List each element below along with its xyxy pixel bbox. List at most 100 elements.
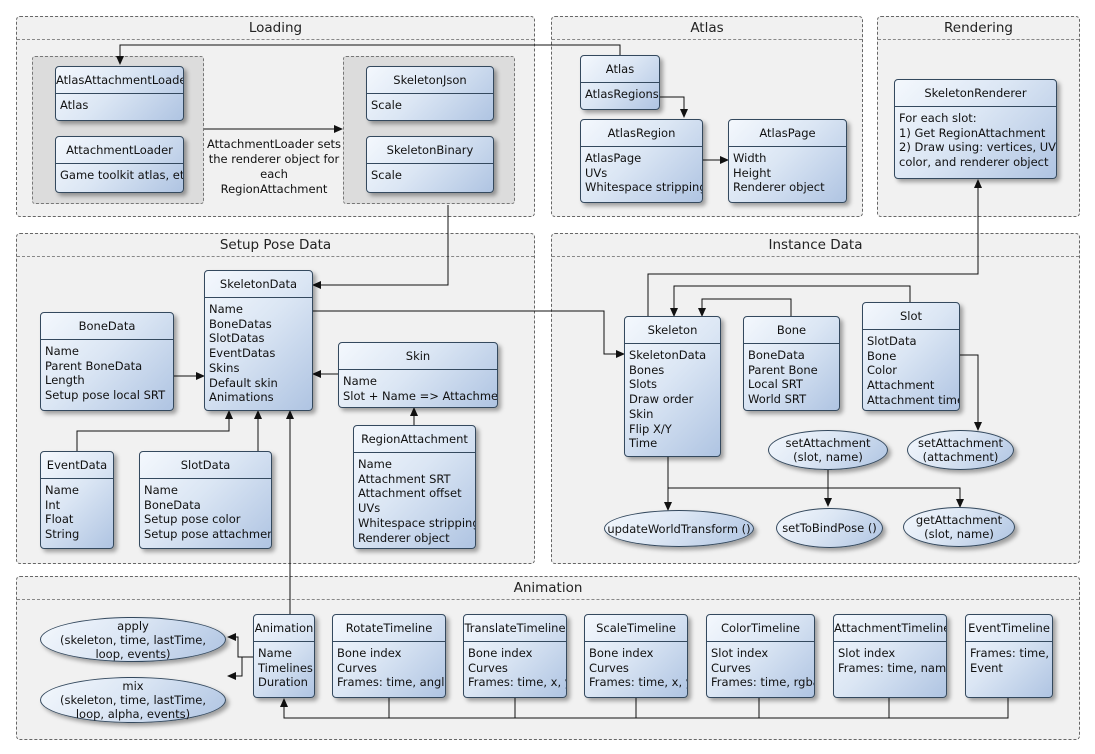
edge-bone-to-skeleton	[698, 298, 792, 317]
box-field: Attachment	[867, 378, 935, 393]
edge-skeleton-to-get-attachment	[668, 487, 964, 508]
box-field: Frames: time, x, y	[589, 675, 688, 690]
edge-event-data-to-skeleton-data	[76, 410, 233, 451]
region-attachment-title: RegionAttachment	[354, 426, 475, 453]
box-field: Curves	[468, 660, 508, 675]
skeleton-data-title: SkeletonData	[205, 271, 312, 298]
box-field: Slots	[629, 377, 658, 392]
slot-data-title: SlotData	[140, 452, 271, 479]
box-field: Slot index	[711, 646, 769, 660]
method-line: setToBindPose ()	[782, 521, 877, 535]
set-attachment-slot-name-method: setAttachment (slot, name)	[768, 430, 888, 470]
instance-data-group-title: Instance Data	[552, 234, 1079, 257]
box-field: Length	[45, 373, 85, 388]
box-field: Skin	[629, 406, 654, 421]
setup-pose-data-group-title: Setup Pose Data	[17, 234, 534, 257]
box-field: Height	[733, 165, 772, 180]
set-to-bind-pose-method: setToBindPose ()	[776, 508, 883, 548]
method-line: getAttachment	[915, 513, 1003, 527]
box-field: Attachment time	[867, 392, 960, 407]
method-line: setAttachment	[785, 436, 871, 450]
skeleton-binary-box: SkeletonBinary Scale	[366, 136, 494, 193]
box-field: SlotDatas	[209, 331, 265, 346]
box-field: Frames: time, x, y	[468, 675, 567, 690]
method-line: (slot, name)	[924, 527, 994, 541]
skeleton-title: Skeleton	[625, 317, 720, 344]
animation-title: Animation	[254, 615, 314, 642]
box-field: Setup pose local SRT	[45, 388, 166, 403]
color-timeline-box: ColorTimeline Slot index Curves Frames: …	[706, 614, 815, 698]
atlas-group-title: Atlas	[552, 17, 862, 40]
box-field: Parent Bone	[748, 362, 818, 377]
color-timeline-title: ColorTimeline	[707, 615, 814, 642]
atlas-page-box: AtlasPage Width Height Renderer object	[728, 119, 847, 203]
box-field: Bone index	[468, 646, 533, 660]
edge-slot-to-skeleton	[670, 285, 911, 317]
method-line: updateWorldTransform ()	[607, 521, 751, 536]
box-field: Setup pose color	[144, 512, 241, 527]
note-line: each RegionAttachment	[220, 167, 328, 196]
box-field: Name	[45, 344, 79, 358]
box-field: String	[45, 527, 80, 542]
box-field: BoneData	[748, 348, 805, 362]
box-field: Bone	[867, 348, 897, 363]
mix-method: mix (skeleton, time, lastTime, loop, alp…	[40, 677, 226, 723]
region-attachment-box: RegionAttachment Name Attachment SRT Att…	[353, 425, 476, 549]
box-field: Bone index	[337, 646, 402, 660]
box-field: Float	[45, 512, 74, 527]
box-field: UVs	[358, 501, 381, 516]
box-field: Width	[733, 151, 767, 165]
method-line: (skeleton, time, lastTime,	[59, 632, 207, 647]
box-field: Whitespace stripping	[585, 180, 703, 195]
attachment-loader-box: AttachmentLoader Game toolkit atlas, etc	[55, 136, 184, 193]
slot-box: Slot SlotData Bone Color Attachment Atta…	[862, 302, 960, 411]
bone-title: Bone	[744, 317, 839, 344]
box-field: Frames: time,	[970, 646, 1049, 660]
edge-timelines-to-animation	[280, 698, 1009, 719]
box-field: 2) Draw using: vertices, UVs,	[899, 140, 1057, 155]
scale-timeline-title: ScaleTimeline	[585, 615, 687, 642]
bone-data-box: BoneData Name Parent BoneData Length Set…	[40, 312, 174, 411]
box-field: 1) Get RegionAttachment	[899, 125, 1046, 140]
box-field: Draw order	[629, 392, 694, 407]
skin-title: Skin	[339, 343, 497, 370]
method-line: loop, events)	[95, 646, 171, 661]
box-field: Name	[358, 457, 392, 471]
box-field: Renderer object	[733, 180, 825, 195]
edge-animation-to-mix	[227, 656, 253, 680]
box-field: Name	[258, 646, 292, 660]
rendering-group-title: Rendering	[878, 17, 1079, 40]
event-timeline-box: EventTimeline Frames: time, Event	[965, 614, 1053, 698]
translate-timeline-box: TranslateTimeline Bone index Curves Fram…	[463, 614, 567, 698]
animation-box: Animation Name Timelines Duration	[253, 614, 315, 698]
edge-atlas-to-atlas-region	[660, 96, 688, 118]
box-field: Atlas	[60, 98, 89, 112]
box-field: Slot index	[838, 646, 896, 660]
skeleton-json-title: SkeletonJson	[367, 67, 493, 94]
box-field: Duration	[258, 675, 308, 690]
box-field: BoneDatas	[209, 316, 272, 331]
note-line: the renderer object for	[208, 152, 340, 166]
method-line: (slot, name)	[793, 450, 863, 464]
rotate-timeline-box: RotateTimeline Bone index Curves Frames:…	[332, 614, 446, 698]
box-field: Timelines	[258, 660, 313, 675]
slot-data-box: SlotData Name BoneData Setup pose color …	[139, 451, 272, 549]
atlas-attachment-loader-title: AtlasAttachmentLoader	[56, 67, 183, 94]
edge-loader-to-skeleton-data	[312, 205, 449, 289]
box-field: Attachment offset	[358, 486, 462, 501]
box-field: Skins	[209, 360, 240, 375]
apply-method: apply (skeleton, time, lastTime, loop, e…	[40, 617, 226, 662]
box-field: BoneData	[144, 497, 201, 512]
method-line: setAttachment	[918, 436, 1003, 450]
skeleton-binary-title: SkeletonBinary	[367, 137, 493, 164]
box-field: Time	[629, 436, 658, 451]
box-field: AtlasRegions	[585, 87, 659, 101]
method-line: apply	[117, 618, 149, 633]
skin-box: Skin Name Slot + Name => Attachment	[338, 342, 498, 408]
update-world-transform-method: updateWorldTransform ()	[604, 510, 754, 547]
translate-timeline-title: TranslateTimeline	[464, 615, 566, 642]
box-field: Flip X/Y	[629, 421, 672, 436]
box-field: Bones	[629, 362, 665, 377]
box-field: AtlasPage	[585, 151, 642, 165]
attachment-timeline-box: AttachmentTimeline Slot index Frames: ti…	[833, 614, 947, 698]
